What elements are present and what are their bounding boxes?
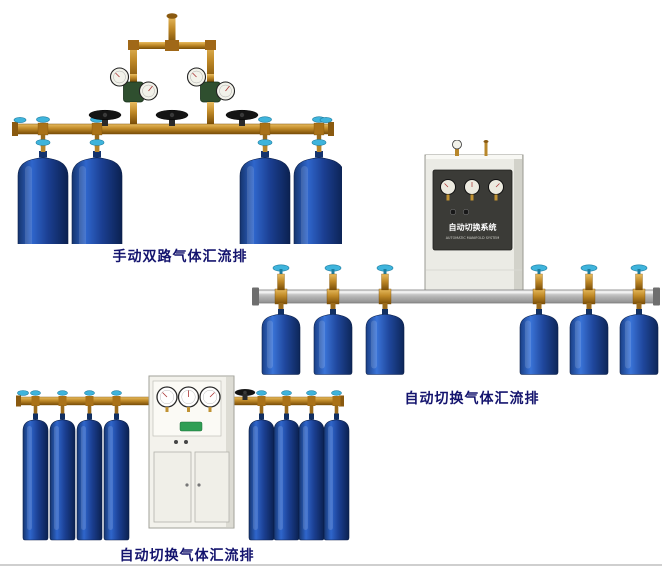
cabinet-gauges xyxy=(156,386,221,412)
caption-manual-dual-manifold: 手动双路气体汇流排 xyxy=(112,249,248,265)
auto-switch-floor-drawing xyxy=(16,375,350,541)
gas-cylinder xyxy=(248,413,275,541)
regulator-downpipe-right xyxy=(207,102,214,124)
rail-couplers xyxy=(274,288,646,305)
panel-subtitle: AUTOMATIC MANIFOLD SYSTEM xyxy=(446,236,500,240)
panel-indicator-light xyxy=(449,208,457,216)
control-cabinet: 自动切换系统 AUTOMATIC MANIFOLD SYSTEM xyxy=(424,154,524,302)
auto-switch-floor-illustration xyxy=(16,370,361,560)
shutoff-valve-black xyxy=(225,109,259,127)
shutoff-valve-black xyxy=(155,109,189,127)
gas-cylinder xyxy=(76,413,103,541)
control-cabinet xyxy=(148,375,235,529)
cabinet-top-fittings xyxy=(452,140,489,156)
manual-dual-manifold-illustration xyxy=(2,6,342,244)
gas-cylinder xyxy=(619,308,659,375)
auto-switch-wall-drawing: 自动切换系统 AUTOMATIC MANIFOLD SYSTEM xyxy=(252,140,660,375)
bottom-divider xyxy=(0,564,662,566)
panel-gauges xyxy=(440,179,504,201)
top-feed-pipes xyxy=(128,13,216,82)
panel-indicator-light xyxy=(462,208,470,216)
gas-cylinder xyxy=(17,139,69,244)
gas-cylinder xyxy=(49,413,76,541)
manual-dual-manifold-drawing xyxy=(12,13,342,244)
gas-cylinder xyxy=(519,308,559,375)
caption-auto-switch-wall: 自动切换气体汇流排 xyxy=(404,391,540,407)
cylinder-drop-pipes xyxy=(278,303,642,312)
gas-cylinder xyxy=(261,308,301,375)
gas-cylinder xyxy=(323,413,350,541)
shutoff-valve-black xyxy=(234,389,256,400)
cabinet-knob xyxy=(174,440,178,444)
caption-auto-switch-floor: 自动切换气体汇流排 xyxy=(119,548,255,564)
regulator-downpipe-left xyxy=(130,102,137,124)
gas-cylinder xyxy=(22,413,49,541)
gas-cylinder xyxy=(103,413,130,541)
pipe-handwheels-cyan xyxy=(17,390,342,396)
gas-cylinder xyxy=(273,413,300,541)
auto-switch-wall-illustration: 自动切换系统 AUTOMATIC MANIFOLD SYSTEM xyxy=(252,140,662,382)
cabinet-knob xyxy=(184,440,188,444)
gas-cylinder xyxy=(71,139,123,244)
gas-cylinder xyxy=(313,308,353,375)
cylinder-drop-pipes xyxy=(33,405,339,414)
gas-cylinder xyxy=(569,308,609,375)
pipe-unions xyxy=(31,396,341,406)
cabinet-doors xyxy=(153,451,230,523)
cabinet-green-label xyxy=(179,421,203,432)
panel-title: 自动切换系统 xyxy=(449,222,497,232)
manifold-rail xyxy=(252,287,660,306)
gas-cylinder xyxy=(298,413,325,541)
gas-cylinder xyxy=(365,308,405,375)
